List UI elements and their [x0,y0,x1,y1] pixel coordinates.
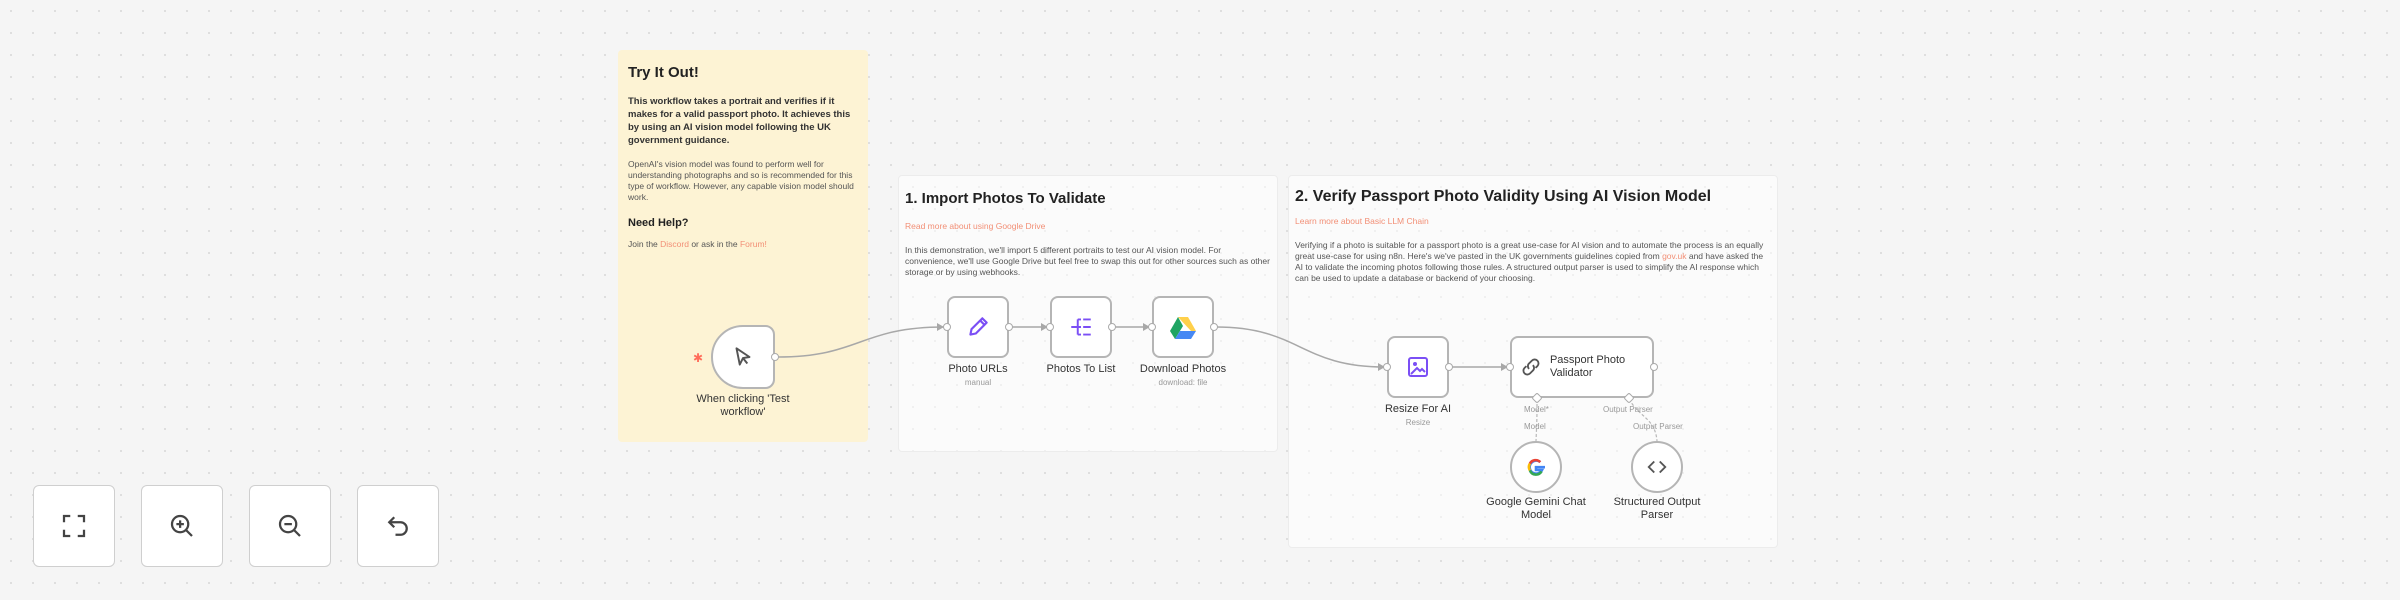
port-label-model: Model* [1524,405,1549,414]
input-port[interactable] [1046,323,1054,331]
sticky-title: 2. Verify Passport Photo Validity Using … [1295,188,1712,205]
google-g-icon [1527,458,1545,476]
split-out-icon [1071,318,1091,336]
zoom-out-button[interactable] [249,485,331,567]
forum-link[interactable]: Forum! [739,239,767,249]
node-subtitle: manual [964,378,992,387]
zoom-in-button[interactable] [141,485,223,567]
port-label-output-parser: Output Parser [1633,422,1683,431]
sticky-text: OpenAI's vision model was found to perfo… [628,159,854,202]
node-label: When clicking 'Test workflow' [696,393,790,418]
sticky-summary: This workflow takes a portrait and verif… [628,96,851,146]
trigger-mark-icon: ✱ [693,351,704,365]
pencil-icon [969,317,988,336]
reset-zoom-button[interactable] [357,485,439,567]
output-port[interactable] [1210,323,1218,331]
sticky-title: 1. Import Photos To Validate [905,190,1106,207]
sticky-help-text: Join the Discord or ask in the Forum! [628,239,767,249]
fit-view-button[interactable] [33,485,115,567]
sticky-help-title: Need Help? [628,217,689,229]
chain-link-icon [1522,358,1540,376]
sticky-text: In this demonstration, we'll import 5 di… [905,245,1270,277]
node-label: Photos To List [1046,363,1116,375]
zoom-in-icon [170,514,193,537]
output-port[interactable] [1108,323,1116,331]
output-port[interactable] [1445,363,1453,371]
node-manual-trigger[interactable] [711,325,775,389]
output-port[interactable] [1650,363,1658,371]
node-download-photos[interactable] [1152,296,1214,358]
code-brackets-icon [1647,460,1667,474]
gov-uk-link[interactable]: gov.uk [1662,251,1687,261]
node-google-gemini-chat-model[interactable] [1510,441,1562,493]
llm-chain-docs-link[interactable]: Learn more about Basic LLM Chain [1295,216,1429,226]
image-icon [1408,357,1428,377]
input-port[interactable] [1148,323,1156,331]
node-photos-to-list[interactable] [1050,296,1112,358]
node-label: Structured Output Parser [1613,496,1701,521]
undo-icon [387,516,408,536]
node-subtitle: download: file [1158,378,1208,387]
port-label-model: Model [1524,422,1546,431]
node-label: Download Photos [1139,363,1227,375]
node-subtitle: Resize [1405,418,1431,427]
input-port[interactable] [1506,363,1514,371]
input-port[interactable] [943,323,951,331]
fit-view-icon [62,514,86,538]
node-label: Passport Photo Validator [1549,354,1626,379]
input-port[interactable] [1383,363,1391,371]
cursor-click-icon [735,347,751,366]
sticky-text: Verifying if a photo is suitable for a p… [1295,240,1764,283]
port-label-output-parser: Output Parser [1603,405,1653,414]
google-drive-icon [1170,317,1196,339]
discord-link[interactable]: Discord [660,239,689,249]
output-port[interactable] [771,353,779,361]
node-label: Google Gemini Chat Model [1486,496,1586,521]
zoom-out-icon [278,514,301,537]
node-structured-output-parser[interactable] [1631,441,1683,493]
node-passport-photo-validator[interactable]: Passport Photo Validator [1510,336,1654,398]
sticky-title: Try It Out! [628,64,699,81]
node-photo-urls[interactable] [947,296,1009,358]
output-port[interactable] [1005,323,1013,331]
google-drive-docs-link[interactable]: Read more about using Google Drive [905,221,1046,231]
node-label: Photo URLs [948,363,1008,375]
node-label: Resize For AI [1384,403,1452,415]
node-resize-for-ai[interactable] [1387,336,1449,398]
